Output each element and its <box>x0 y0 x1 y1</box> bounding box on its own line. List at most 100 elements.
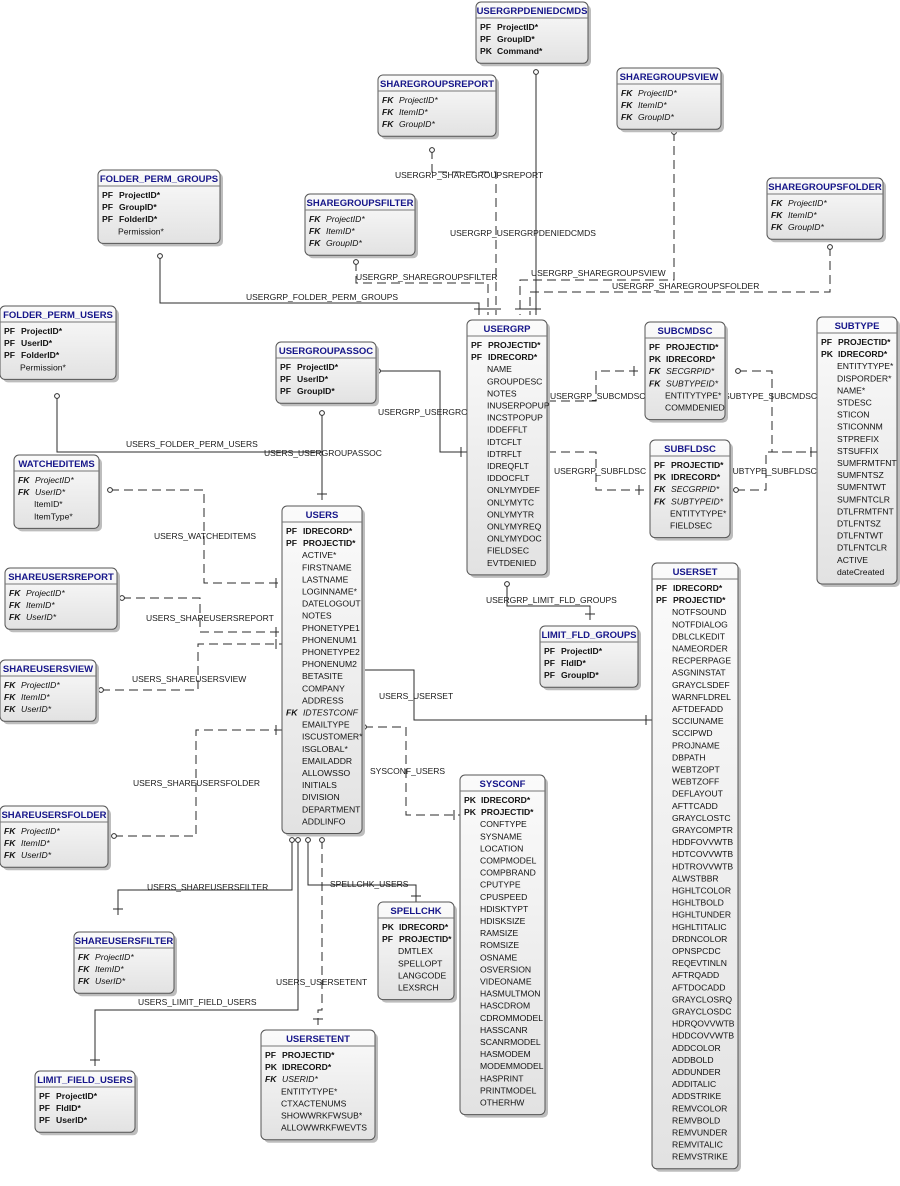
field-name: HASCDROM <box>480 1001 530 1011</box>
field-key: FK <box>621 88 633 98</box>
field-name: COMPBRAND <box>480 868 536 878</box>
table-title: SHAREGROUPSREPORT <box>380 79 494 90</box>
field-name: REMVBOLD <box>672 1115 720 1125</box>
field-name: HDDFOVVWTB <box>672 837 733 847</box>
field-name: CDROMMODEL <box>480 1013 543 1023</box>
field-name: HDDCOVVWTB <box>672 1031 734 1041</box>
field-name: HGHLTUNDER <box>672 910 731 920</box>
field-name: ProjectID* <box>21 826 60 836</box>
cardinality-circle <box>319 410 325 416</box>
table-title: SUBFLDSC <box>664 444 716 455</box>
field-name: GroupID* <box>297 386 335 396</box>
field-name: ProjectID* <box>56 1091 98 1101</box>
rel-label-subtype-subfldsc: SUBTYPE_SUBFLDSC <box>727 466 817 476</box>
field-name: DTLFNTSZ <box>837 519 881 529</box>
field-name: ProjectID* <box>561 646 603 656</box>
table-frame <box>281 505 363 834</box>
field-name: REMVCOLOR <box>672 1103 727 1113</box>
field-name: GroupID* <box>788 222 824 232</box>
field-key: PF <box>544 670 555 680</box>
field-key: PK <box>382 922 395 932</box>
table-frame <box>377 74 497 137</box>
field-key: PF <box>4 350 15 360</box>
field-name: HDISKSIZE <box>480 916 526 926</box>
field-name: SYSNAME <box>480 831 522 841</box>
field-name: VIDEONAME <box>480 977 532 987</box>
table-frame <box>816 316 898 585</box>
field-key: FK <box>18 487 30 497</box>
rel-label-subtype-subcmdsc: SUBTYPE_SUBCMDSC <box>724 391 817 401</box>
field-name: CPUSPEED <box>480 892 527 902</box>
field-name: GroupID* <box>638 112 674 122</box>
cardinality-circle <box>319 837 325 843</box>
table-title: SHAREUSERSVIEW <box>3 664 93 675</box>
field-name: Permission* <box>118 226 165 236</box>
table-title: SHAREGROUPSFOLDER <box>768 182 882 193</box>
field-name: UserID* <box>297 374 329 384</box>
field-name: ENTITYTYPE* <box>837 361 894 371</box>
field-name: IDRECORD* <box>838 349 888 359</box>
field-name: HASPRINT <box>480 1073 524 1083</box>
cardinality-circle <box>533 69 539 75</box>
field-name: IDRECORD* <box>488 352 538 362</box>
cardinality-circle <box>289 837 295 843</box>
field-name: OSNAME <box>480 952 518 962</box>
field-key: FK <box>4 838 16 848</box>
field-name: LOGINNAME* <box>302 587 358 597</box>
rel-label-users-shareusersfilter: USERS_SHAREUSERSFILTER <box>147 882 268 892</box>
table-title: LIMIT_FIELD_USERS <box>37 1075 133 1086</box>
field-key: FK <box>771 210 783 220</box>
cardinality-circle <box>353 259 359 265</box>
field-name: NAME <box>487 364 512 374</box>
connector-users-limit-field-users <box>94 840 299 1066</box>
field-name: ProjectID* <box>26 588 65 598</box>
field-name: IDRECORD* <box>282 1062 332 1072</box>
field-name: HDISKTYPT <box>480 904 529 914</box>
field-name: CTXACTENUMS <box>281 1098 347 1108</box>
field-key: FK <box>621 112 633 122</box>
field-name: NOTES <box>487 388 517 398</box>
table-title: SPELLCHK <box>390 906 441 917</box>
connector-usergrp-usergrpdeniedcmds <box>431 150 497 315</box>
field-name: GroupID* <box>119 202 157 212</box>
field-name: SUMFNTCLR <box>837 494 890 504</box>
field-key: FK <box>4 680 16 690</box>
field-key: FK <box>9 588 21 598</box>
field-name: IDRECORD* <box>399 922 449 932</box>
field-name: IDTCFLT <box>487 437 522 447</box>
table-frame <box>275 341 377 404</box>
field-name: PROJECTID* <box>282 1050 335 1060</box>
table-frame <box>97 169 221 244</box>
table-title: SHAREUSERSFILTER <box>75 936 174 947</box>
field-name: STICON <box>837 410 869 420</box>
field-name: ItemID* <box>34 499 63 509</box>
field-key: PK <box>464 795 477 805</box>
field-key: FK <box>4 826 16 836</box>
field-key: FK <box>771 198 783 208</box>
